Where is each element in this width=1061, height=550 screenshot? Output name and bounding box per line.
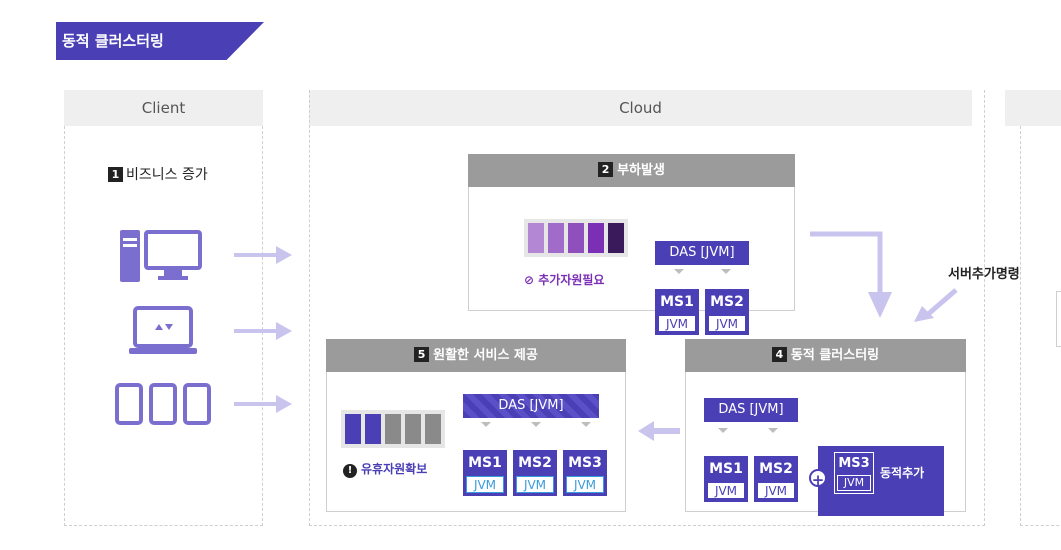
dynamic-add-panel: + MS3 JVM 동적추가	[809, 446, 944, 516]
jvm-label: JVM	[466, 476, 504, 493]
laptop-icon	[129, 306, 197, 354]
ms-label: MS2	[759, 461, 793, 477]
status-text: 유휴자원확보	[361, 462, 428, 476]
step-number: 4	[771, 347, 787, 362]
step-number: 1	[108, 167, 123, 182]
arrow-down-icon	[721, 269, 731, 274]
arrow-down-left-icon	[914, 288, 958, 322]
client-column	[64, 126, 263, 526]
ms-label: MS2	[710, 294, 744, 310]
ms-label: MS3	[568, 455, 602, 471]
client-step-text: 비즈니스 증가	[126, 167, 208, 183]
jvm-label: JVM	[516, 476, 554, 493]
arrow-down-icon	[718, 428, 728, 433]
client-column-header: Client	[64, 90, 263, 126]
cloud-column	[309, 90, 985, 526]
tablet-icon	[115, 383, 211, 425]
arrow-down-icon	[481, 422, 491, 427]
load-bars	[524, 219, 628, 257]
load-bars	[341, 410, 445, 448]
arrow-right-icon	[234, 246, 292, 264]
das-jvm: DAS [JVM]	[463, 394, 599, 418]
step4-title: 동적 클러스터링	[790, 348, 880, 363]
arrow-down-icon	[674, 269, 684, 274]
step5-title: 원활한 서비스 제공	[433, 348, 538, 363]
jvm-label: JVM	[708, 315, 746, 332]
arrow-down-icon	[581, 422, 591, 427]
arrow-right-icon	[234, 395, 292, 413]
section-title: 동적 클러스터링	[62, 32, 164, 50]
step-number: 2	[598, 162, 614, 177]
jvm-label: JVM	[837, 475, 871, 491]
ms3-label: MS3	[838, 456, 870, 471]
warning-icon: !	[343, 464, 357, 478]
ms-label: MS1	[660, 294, 694, 310]
dynamic-add-label: 동적추가	[880, 466, 925, 480]
das-jvm: DAS [JVM]	[655, 241, 749, 265]
ms-label: MS2	[518, 455, 552, 471]
server-add-command-label: 서버추가명령	[948, 267, 1020, 282]
step-number: 5	[414, 347, 430, 362]
plus-icon: +	[809, 469, 827, 489]
ms-label: MS1	[468, 455, 502, 471]
arrow-down-icon	[531, 422, 541, 427]
idle-resource-status: ! 유휴자원확보	[343, 460, 427, 478]
step2-title: 부하발생	[617, 163, 665, 178]
jvm-label: JVM	[658, 315, 696, 332]
next-column	[1020, 126, 1061, 526]
arrow-right-icon	[234, 322, 292, 340]
das-jvm: DAS [JVM]	[704, 398, 798, 422]
arrow-down-icon	[810, 231, 892, 318]
ms-label: MS1	[709, 461, 743, 477]
desktop-pc-icon	[120, 230, 202, 282]
cloud-column-header: Cloud	[309, 90, 972, 126]
section-title-banner: 동적 클러스터링	[56, 22, 264, 60]
arrow-down-icon	[768, 428, 778, 433]
arrow-left-icon	[638, 421, 680, 441]
resource-warning: ⊘ 추가자원필요	[524, 273, 605, 287]
next-column-header	[1005, 90, 1061, 126]
next-column-box	[1056, 291, 1061, 347]
jvm-label: JVM	[757, 482, 795, 499]
jvm-label: JVM	[566, 476, 604, 493]
jvm-label: JVM	[707, 482, 745, 499]
